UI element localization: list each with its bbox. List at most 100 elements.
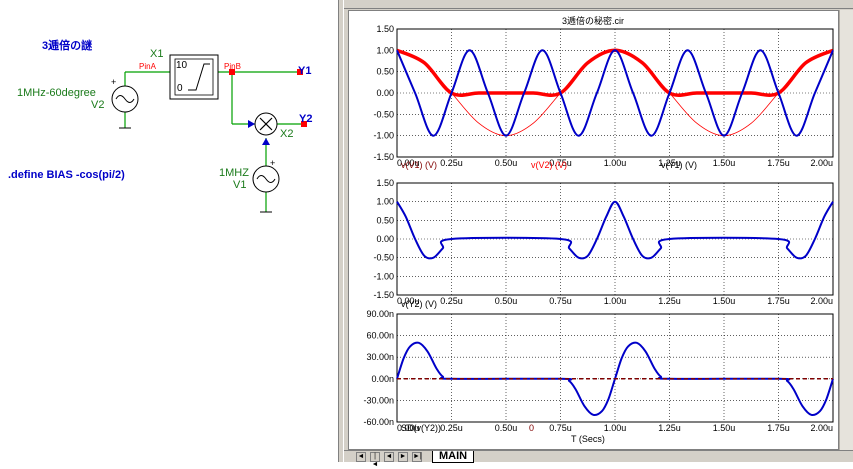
x-tick-label: 1.00u	[604, 296, 627, 306]
x-tick-label: 0.25u	[440, 296, 463, 306]
vertical-scrollbar[interactable]	[839, 10, 853, 450]
arrow-up-icon	[262, 138, 270, 145]
y-tick-label: -1.50	[373, 152, 394, 162]
schematic-canvas[interactable]: 3逓倍の謎 10 0 X1 PinA P	[0, 0, 338, 462]
x-tick-label: 1.75u	[767, 158, 790, 168]
x2-label: X2	[280, 128, 293, 140]
y-tick-label: -30.00n	[363, 395, 394, 405]
tab-bar: ◄ |◄ ◄ ► ►| MAIN	[344, 450, 853, 468]
series-line	[396, 48, 834, 97]
schematic-panel[interactable]: 3逓倍の謎 10 0 X1 PinA P	[0, 0, 338, 462]
nav-prev-button[interactable]: ◄	[384, 452, 394, 462]
x-tick-label: 0.75u	[549, 296, 572, 306]
pinb-label: PinB	[224, 62, 241, 71]
x-tick-label: 1.25u	[658, 423, 681, 433]
x-tick-label: 0.50u	[495, 423, 518, 433]
toolbar-strip	[344, 0, 853, 9]
pina-label: PinA	[139, 62, 157, 71]
v2-plus: +	[111, 77, 116, 87]
tab-main[interactable]: MAIN	[432, 451, 475, 463]
node-y2	[301, 121, 307, 127]
y-tick-label: 1.50	[376, 178, 394, 188]
x-tick-label: 0.50u	[495, 158, 518, 168]
y-tick-label: -0.50	[373, 253, 394, 263]
y-tick-label: 0.00n	[371, 374, 394, 384]
y-tick-label: -60.00n	[363, 417, 394, 427]
node-pinb	[229, 69, 235, 75]
x1-bottom-value: 0	[177, 83, 183, 94]
x-tick-label: 1.50u	[713, 296, 736, 306]
y-tick-label: 1.50	[376, 24, 394, 34]
v2-freq: 1MHz-60degree	[17, 87, 96, 99]
x-tick-label: 0.00u	[397, 158, 420, 168]
v2-label: V2	[91, 99, 104, 111]
y-tick-label: 0.50	[376, 67, 394, 77]
v1-plus: +	[270, 158, 275, 168]
x-axis-label: T (Secs)	[571, 434, 605, 444]
chart-panel-1[interactable]: 0.00u 0.25u 0.50u 0.75u 1.00u 1.25u 1.50u 1.75u…	[373, 24, 834, 170]
x2-multiplier[interactable]	[254, 112, 278, 136]
x-tick-label: 1.25u	[658, 158, 681, 168]
v1-source[interactable]	[252, 165, 280, 193]
y-tick-label: -0.50	[373, 109, 394, 119]
y-tick-label: 60.00n	[366, 331, 394, 341]
splitter[interactable]	[338, 0, 344, 462]
y-tick-label: 1.00	[376, 197, 394, 207]
x-tick-label: 2.00u	[810, 296, 833, 306]
x-tick-label: 0.00u	[397, 296, 420, 306]
x-tick-label: 0.00u	[397, 423, 420, 433]
legend-label: v(V1) (V)	[401, 160, 437, 170]
x-tick-label: 0.75u	[549, 423, 572, 433]
nav-last-button[interactable]: ►|	[412, 452, 422, 462]
chart-panel-3[interactable]: 0.00u 0.25u 0.50u 0.75u 1.00u 1.25u 1.50u 1.75u…	[363, 309, 834, 433]
legend-label: v(V2) (V)	[531, 160, 567, 170]
legend-label: v(Y2) (V)	[401, 299, 437, 309]
x-tick-label: 0.75u	[549, 158, 572, 168]
x1-label: X1	[150, 48, 163, 60]
x-tick-label: 1.50u	[713, 158, 736, 168]
y-tick-label: 1.00	[376, 45, 394, 55]
cursor-value: 0	[529, 423, 534, 433]
nav-first-button[interactable]: ◄	[356, 452, 366, 462]
x-tick-label: 0.25u	[440, 423, 463, 433]
x-tick-label: 1.00u	[604, 158, 627, 168]
legend-label: SD(v(Y2))	[401, 423, 441, 433]
series-line	[396, 49, 834, 137]
define-statement: .define BIAS -cos(pi/2)	[8, 169, 125, 181]
legend-label: v(Y1) (V)	[661, 160, 697, 170]
x-tick-label: 1.25u	[658, 296, 681, 306]
y1-label: Y1	[298, 65, 311, 77]
y-tick-label: 0.50	[376, 215, 394, 225]
y-tick-label: 30.00n	[366, 352, 394, 362]
nav-next-button[interactable]: ►	[398, 452, 408, 462]
x-tick-label: 0.50u	[495, 296, 518, 306]
arrow-icon	[248, 120, 255, 128]
y-tick-label: 90.00n	[366, 309, 394, 319]
schematic-title: 3逓倍の謎	[42, 38, 92, 52]
nav-prev-page-button[interactable]: |◄	[370, 452, 380, 468]
y-tick-label: -1.00	[373, 131, 394, 141]
v2-source[interactable]	[111, 85, 139, 113]
x-tick-label: 2.00u	[810, 158, 833, 168]
y-tick-label: -1.00	[373, 271, 394, 281]
y-tick-label: -1.50	[373, 290, 394, 300]
y-tick-label: 0.00	[376, 234, 394, 244]
series-line	[396, 200, 834, 260]
x1-block[interactable]	[169, 54, 219, 100]
x1-top-value: 10	[176, 60, 188, 71]
v1-label: V1	[233, 179, 246, 191]
v1-freq: 1MHZ	[219, 167, 249, 179]
node-y1	[297, 69, 303, 75]
y2-label: Y2	[299, 113, 312, 125]
chart-panel-2[interactable]: 0.00u 0.25u 0.50u 0.75u 1.00u 1.25u 1.50u 1.75u…	[373, 178, 834, 309]
x-tick-label: 0.25u	[440, 158, 463, 168]
x-tick-label: 1.50u	[713, 423, 736, 433]
y-tick-label: 0.00	[376, 88, 394, 98]
x-tick-label: 1.75u	[767, 423, 790, 433]
x-tick-label: 1.00u	[604, 423, 627, 433]
ground-symbols	[119, 127, 272, 213]
x-tick-label: 1.75u	[767, 296, 790, 306]
